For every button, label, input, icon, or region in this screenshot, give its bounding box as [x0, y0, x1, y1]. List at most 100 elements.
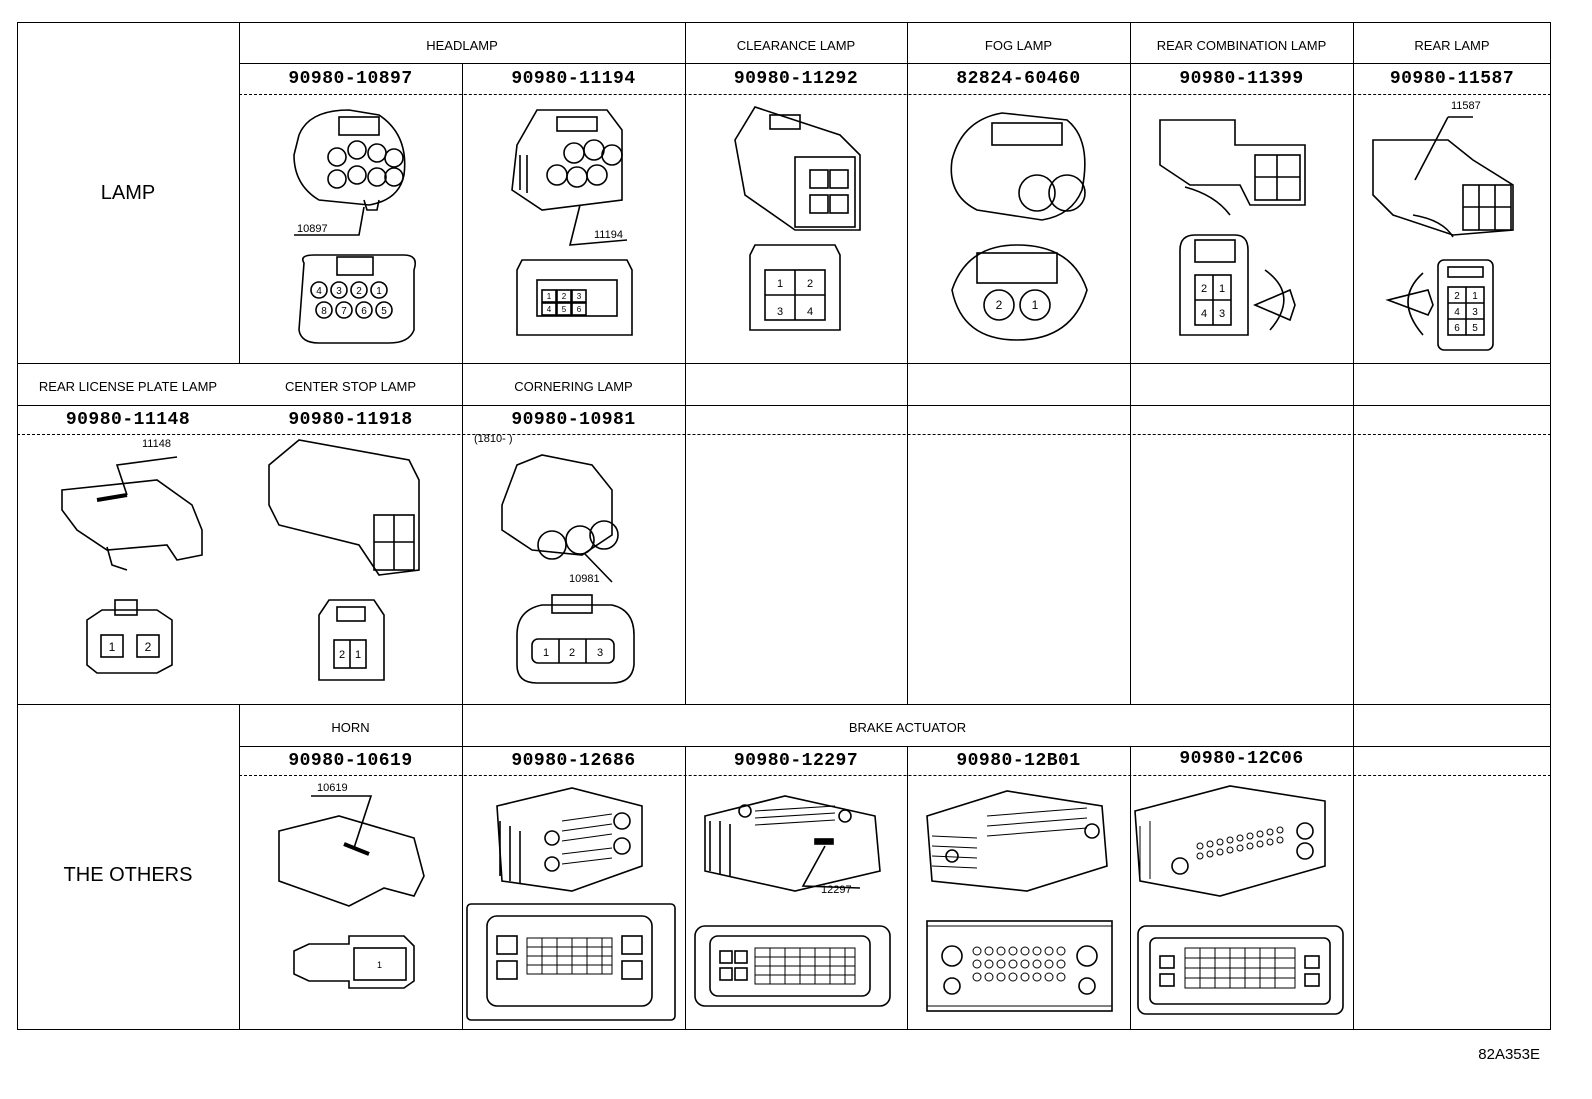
- section-center-stop-lamp: CENTER STOP LAMP: [285, 379, 416, 394]
- section-clearance-lamp: CLEARANCE LAMP: [736, 38, 856, 53]
- svg-text:2: 2: [1201, 283, 1207, 295]
- part-number: 90980-10897: [288, 69, 413, 89]
- connector-drawing-12C06: [1130, 776, 1353, 1030]
- column-divider: [239, 22, 240, 363]
- connector-drawing-12686: [462, 776, 685, 1030]
- row-divider: [17, 704, 1551, 705]
- callout-note: (1810- ): [474, 433, 513, 445]
- column-divider: [239, 704, 240, 1030]
- callout-label: 12297: [821, 884, 852, 896]
- column-divider: [1130, 746, 1131, 1030]
- part-number: 90980-12C06: [1179, 749, 1304, 769]
- part-number: 90980-12686: [511, 751, 636, 771]
- svg-text:2: 2: [356, 286, 362, 297]
- header-rule: [239, 94, 1551, 95]
- part-number: 90980-11292: [733, 69, 859, 89]
- svg-text:2: 2: [339, 649, 345, 661]
- svg-text:5: 5: [1472, 323, 1478, 334]
- header-rule: [239, 746, 1551, 747]
- svg-text:3: 3: [577, 292, 582, 301]
- column-divider: [462, 363, 463, 705]
- part-number: 90980-10981: [511, 410, 636, 430]
- svg-text:2: 2: [569, 647, 575, 659]
- svg-text:3: 3: [777, 306, 783, 318]
- svg-text:1: 1: [376, 286, 382, 297]
- column-divider: [462, 63, 463, 363]
- svg-text:1: 1: [1472, 291, 1478, 302]
- svg-text:5: 5: [381, 306, 387, 317]
- svg-text:4: 4: [547, 305, 552, 314]
- section-fog-lamp: FOG LAMP: [984, 38, 1053, 53]
- part-number: 90980-11399: [1179, 69, 1304, 89]
- column-divider: [1353, 22, 1354, 1030]
- section-rear-lamp: REAR LAMP: [1414, 38, 1490, 53]
- svg-text:3: 3: [336, 286, 342, 297]
- figure-id: 82A353E: [1478, 1046, 1540, 1063]
- connector-drawing-12297: 12297: [685, 776, 907, 1030]
- callout-label: 10981: [569, 573, 600, 585]
- part-number: 90980-11148: [65, 410, 191, 430]
- part-number: 90980-11587: [1389, 69, 1515, 89]
- connector-table: [17, 22, 1551, 1030]
- svg-text:4: 4: [1201, 308, 1207, 320]
- svg-text:6: 6: [1454, 323, 1460, 334]
- svg-text:2: 2: [1454, 291, 1460, 302]
- part-number: 90980-12B01: [956, 751, 1081, 771]
- svg-text:4: 4: [1454, 307, 1460, 318]
- svg-text:5: 5: [562, 305, 567, 314]
- connector-drawing-10619: 1 10619: [239, 776, 462, 1030]
- header-rule: [239, 775, 1551, 776]
- column-divider: [462, 704, 463, 1030]
- svg-text:1: 1: [547, 292, 552, 301]
- connector-drawing-11292: 1 2 3 4: [685, 95, 907, 363]
- section-rear-combination-lamp: REAR COMBINATION LAMP: [1156, 38, 1327, 53]
- column-divider: [685, 746, 686, 1030]
- svg-text:1: 1: [355, 649, 361, 661]
- column-divider: [907, 22, 908, 705]
- column-divider: [907, 746, 908, 1030]
- connector-drawing-12B01: [907, 776, 1130, 1030]
- header-rule: [17, 434, 1551, 435]
- svg-text:2: 2: [145, 640, 152, 654]
- callout-label: 10897: [297, 223, 328, 235]
- svg-text:2: 2: [996, 298, 1003, 312]
- connector-drawing-11148: 1 2 11148: [17, 435, 239, 704]
- svg-text:6: 6: [361, 306, 367, 317]
- svg-text:6: 6: [577, 305, 582, 314]
- callout-label: 11148: [142, 438, 171, 450]
- part-number: 90980-10619: [288, 751, 413, 771]
- svg-text:4: 4: [807, 306, 813, 318]
- svg-text:1: 1: [377, 960, 382, 970]
- svg-text:1: 1: [109, 640, 116, 654]
- section-horn: HORN: [331, 720, 370, 735]
- svg-text:3: 3: [1219, 308, 1225, 320]
- row-label-others: THE OTHERS: [63, 864, 193, 886]
- section-headlamp: HEADLAMP: [426, 38, 498, 53]
- header-rule: [239, 63, 1551, 64]
- callout-label: 11587: [1451, 100, 1481, 112]
- svg-text:1: 1: [777, 278, 783, 290]
- connector-drawing-10981: 1 2 3 (1810- ) 10981: [462, 433, 685, 704]
- section-cornering-lamp: CORNERING LAMP: [514, 379, 633, 394]
- svg-text:2: 2: [807, 278, 813, 290]
- svg-text:1: 1: [1032, 298, 1039, 312]
- row-divider: [17, 363, 1551, 364]
- column-divider: [685, 22, 686, 705]
- part-number: 82824-60460: [956, 69, 1081, 89]
- section-rear-license-plate-lamp: REAR LICENSE PLATE LAMP: [38, 379, 218, 394]
- section-brake-actuator: BRAKE ACTUATOR: [848, 720, 967, 735]
- part-number: 90980-11918: [288, 410, 413, 430]
- svg-text:3: 3: [597, 647, 603, 659]
- svg-text:8: 8: [321, 306, 327, 317]
- callout-label: 11194: [594, 229, 623, 241]
- svg-text:7: 7: [341, 306, 347, 317]
- part-number: 90980-12297: [733, 751, 859, 771]
- callout-label: 10619: [317, 782, 348, 794]
- svg-text:1: 1: [543, 647, 549, 659]
